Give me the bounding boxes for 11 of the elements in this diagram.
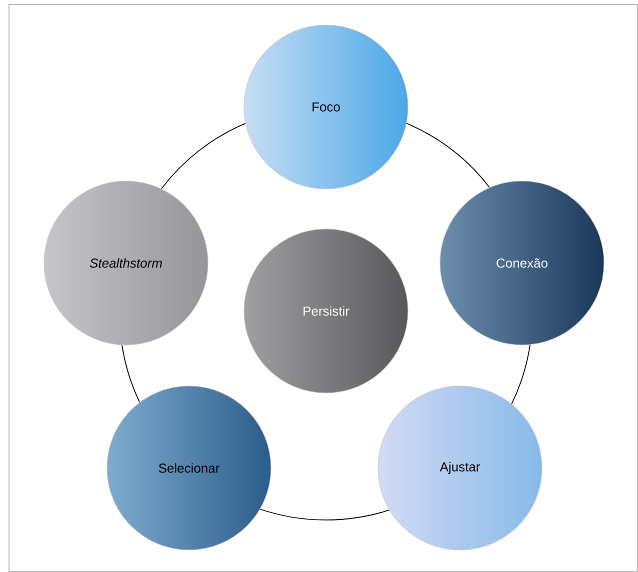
circle-node: Ajustar	[378, 386, 542, 550]
ring-arc	[510, 343, 531, 405]
circle-node: Foco	[244, 24, 408, 190]
ring-arc	[260, 508, 390, 520]
ring-arc	[406, 122, 491, 189]
ring-arc	[160, 122, 246, 190]
circle-node: Stealthstorm	[44, 180, 208, 346]
circle-node: Persistir	[244, 228, 408, 394]
circle-node: Selecionar	[106, 386, 272, 550]
circle-node: Conexão	[440, 180, 604, 346]
ring-arc	[121, 344, 140, 403]
